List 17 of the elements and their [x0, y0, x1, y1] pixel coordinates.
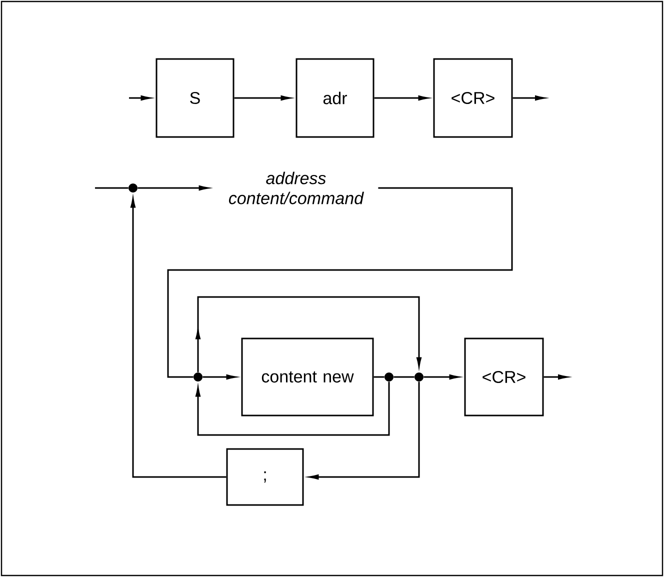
process-box: S	[156, 58, 234, 138]
junction-dot	[414, 372, 424, 382]
junction-dot	[384, 372, 394, 382]
process-box: adr	[296, 58, 374, 138]
connector-line	[394, 376, 414, 378]
process-box: <CR>	[433, 58, 513, 138]
connector-line	[167, 187, 513, 378]
junction-dot	[128, 184, 138, 192]
process-box: ;	[226, 448, 304, 506]
arrow	[512, 96, 545, 100]
arrow	[196, 296, 422, 372]
process-box: content new	[241, 338, 374, 416]
process-box: <CR>	[464, 338, 544, 416]
arrow	[544, 374, 568, 380]
element-label: address content/command	[229, 172, 364, 204]
connector-line	[374, 376, 384, 378]
connector-line	[95, 187, 128, 189]
